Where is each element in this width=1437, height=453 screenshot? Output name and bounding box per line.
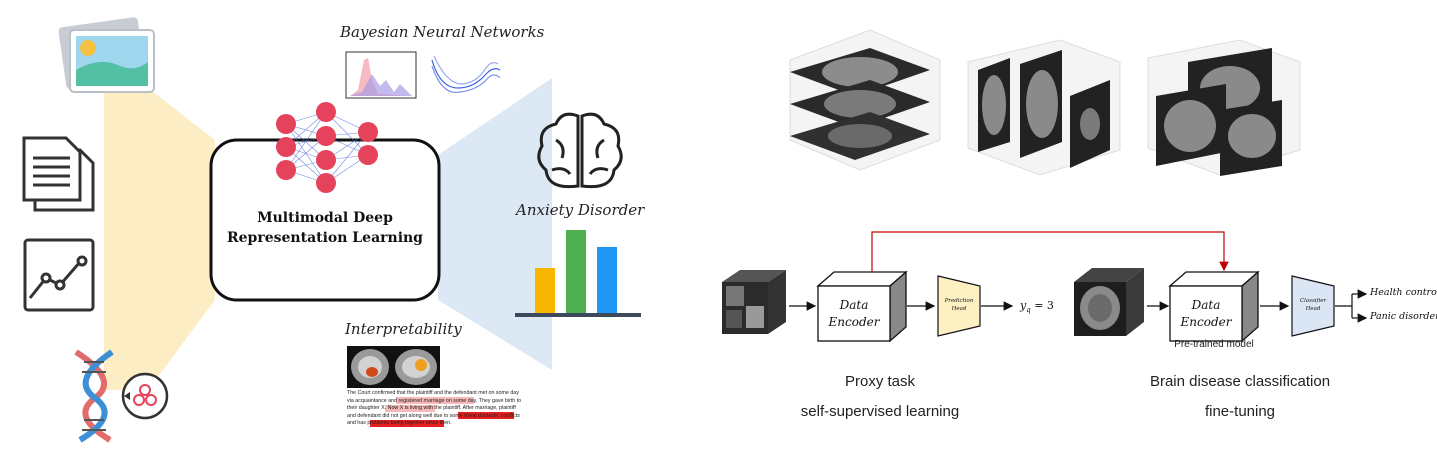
pretrained-label: Pre-trained model — [1174, 339, 1254, 350]
encoder-line1: Data — [839, 298, 869, 312]
proxy-caption-1: Proxy task — [844, 373, 916, 390]
mri-3d-plot-axial — [789, 29, 941, 171]
proxy-encoder-label: Data Encoder — [818, 297, 890, 331]
output-subscript: q — [1026, 306, 1031, 315]
dna-modality-icon — [74, 349, 169, 443]
bar-chart-icon — [515, 230, 641, 317]
prediction-head-label: Prediction Head — [938, 297, 980, 313]
head-line1: Classifier — [1299, 298, 1327, 304]
bayesian-uncertainty-plot — [431, 55, 501, 94]
anxiety-label: Anxiety Disorder — [516, 201, 645, 219]
center-box-title: Multimodal Deep Representation Learning — [211, 208, 439, 248]
output-health-control: Health control — [1370, 287, 1437, 298]
mri-3d-plot-sagittal — [967, 39, 1121, 176]
head-line2: Head — [951, 306, 967, 312]
output-panic-disorder: Panic disorder — [1370, 311, 1437, 322]
image-modality-icon — [58, 17, 155, 93]
center-title-line2: Representation Learning — [227, 230, 423, 246]
input-cone — [104, 88, 215, 390]
bayesian-label: Bayesian Neural Networks — [340, 23, 545, 41]
proxy-encoder-block — [816, 270, 908, 343]
snippet-line: via acquaintance and registered marriage… — [347, 397, 522, 404]
finetune-caption-2: fine-tuning — [1204, 403, 1276, 420]
encoder-line1: Data — [1191, 298, 1221, 312]
output-symbol: y — [1020, 299, 1027, 312]
output-cone — [438, 78, 552, 370]
legal-text-snippet: The Court confirmed that the plaintiff a… — [347, 390, 527, 428]
weight-transfer-arrow — [871, 231, 1229, 272]
proxy-output-label: yq = 3 — [1020, 299, 1054, 314]
classifier-head-shape — [1291, 275, 1335, 337]
finetune-encoder-label: Data Encoder — [1170, 297, 1242, 331]
encoder-line2: Encoder — [1180, 315, 1232, 329]
bayesian-density-plot — [345, 51, 417, 99]
snippet-line: The Court confirmed that the plaintiff a… — [347, 390, 519, 396]
finetune-caption-1: Brain disease classification — [1149, 373, 1331, 390]
finetune-input-cube — [1074, 268, 1144, 336]
head-line2: Head — [1305, 306, 1321, 312]
classifier-head-label: Classifier Head — [1292, 297, 1334, 313]
head-line1: Prediction — [944, 298, 974, 304]
neural-network-icon — [276, 102, 378, 193]
document-modality-icon — [22, 136, 95, 212]
snippet-line: their daughter X. Now X is living with t… — [347, 405, 516, 412]
timeseries-modality-icon — [23, 238, 95, 312]
encoder-line2: Encoder — [828, 315, 880, 329]
center-title-line1: Multimodal Deep — [257, 210, 393, 226]
interpretability-label: Interpretability — [345, 320, 462, 338]
text-highlight-boxes — [370, 397, 514, 427]
snippet-line: and defendant did not get along well due… — [347, 412, 520, 419]
prediction-head-shape — [937, 275, 981, 337]
interpretability-mri — [347, 346, 440, 388]
mri-3d-plot-coronal — [1147, 39, 1301, 176]
snippet-line: and has problems being together since th… — [347, 420, 452, 427]
proxy-input-cube — [722, 270, 786, 334]
output-value: = 3 — [1034, 299, 1054, 312]
finetune-encoder-block — [1168, 270, 1260, 343]
brain-icon — [537, 112, 623, 189]
proxy-caption-2: self-supervised learning — [800, 403, 960, 420]
